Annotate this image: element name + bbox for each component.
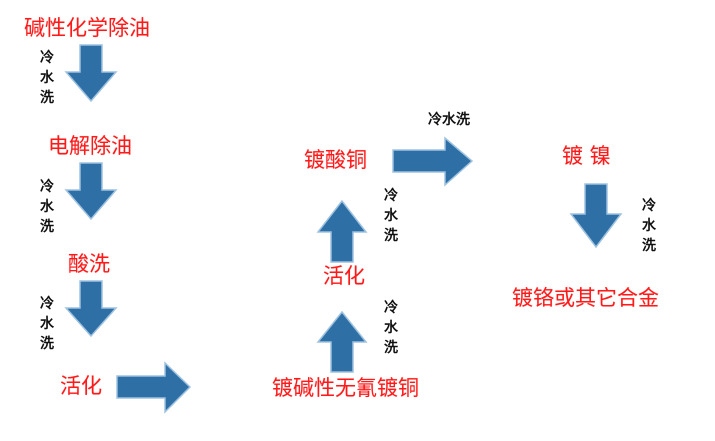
rinse-label-5: 冷水洗	[384, 188, 398, 244]
arrow-right-1	[116, 361, 192, 414]
rinse-label-1: 冷水洗	[40, 50, 54, 106]
arrow-down-4	[569, 183, 623, 249]
arrow-down-3	[64, 280, 118, 338]
step-pickling: 酸洗	[68, 252, 110, 276]
rinse-label-4: 冷水洗	[384, 300, 398, 356]
arrow-up-1	[316, 310, 368, 373]
step-activation-2: 活化	[323, 264, 365, 288]
rinse-label-3: 冷水洗	[40, 296, 54, 352]
step-chrome-alloy: 镀铬或其它合金	[512, 286, 659, 310]
step-cyanide-free-copper: 镀碱性无氰镀铜	[272, 376, 419, 400]
arrow-up-2	[316, 199, 368, 263]
step-acid-copper: 镀酸铜	[304, 148, 367, 172]
step-activation-1: 活化	[60, 374, 102, 398]
step-electrolytic-degrease: 电解除油	[48, 134, 132, 158]
arrow-down-1	[64, 44, 118, 103]
rinse-label-7: 冷水洗	[642, 198, 656, 254]
arrow-down-2	[64, 162, 118, 221]
rinse-label-2: 冷水洗	[40, 179, 54, 235]
step-nickel: 镀 镍	[562, 144, 611, 168]
arrow-right-2	[392, 136, 474, 187]
step-alkaline-degrease: 碱性化学除油	[24, 16, 150, 40]
rinse-label-6: 冷水洗	[428, 112, 470, 128]
